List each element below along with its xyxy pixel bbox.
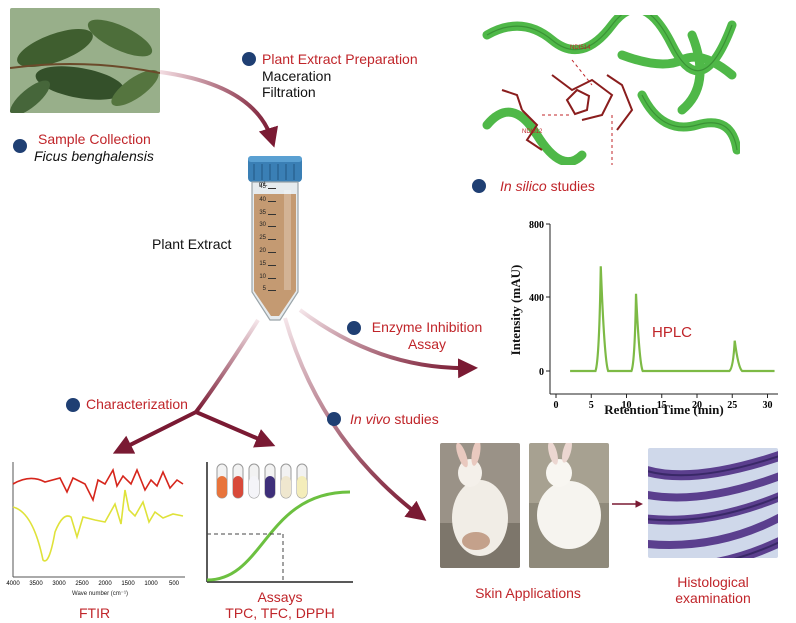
tube-tick-label: 5 [262, 286, 266, 293]
ftir-xlabel: Wave number (cm⁻¹) [72, 591, 128, 597]
hplc-xtick: 30 [763, 400, 773, 411]
tube-tick-mark [268, 239, 276, 241]
ftir-xtick: 1000 [144, 581, 158, 587]
tube-tick-mark [268, 226, 276, 228]
plant-extract-label: Plant Extract [152, 236, 232, 252]
tube-unit: mL [259, 182, 268, 188]
maceration-label: Maceration [262, 68, 332, 84]
tube-tick-mark [268, 200, 276, 202]
ftir-xtick: 1500 [121, 581, 135, 587]
tube-tick-label: 35 [259, 209, 266, 216]
tube-tick-label: 20 [259, 248, 266, 254]
hplc-xtick: 25 [727, 400, 737, 411]
falcon-tube [248, 156, 302, 321]
tube-tick-mark [268, 277, 276, 279]
hplc-xtick: 15 [657, 400, 667, 411]
hplc-xtick: 5 [589, 400, 594, 411]
leaf-photo [10, 8, 160, 113]
arrow-to-tube [159, 70, 278, 148]
residue-label-2: NDI812 [522, 129, 543, 135]
tube-tick-label: 30 [259, 222, 266, 229]
histology-label-1: Histological [677, 574, 749, 590]
tube-tick-mark [268, 188, 276, 189]
assays-label-2: TPC, TFC, DPPH [225, 605, 335, 621]
hplc-xtick: 0 [554, 400, 559, 411]
residue-label-1: NDI514 [570, 45, 591, 51]
bullet-in-vivo [327, 412, 341, 426]
ftir-xtick: 2000 [98, 581, 112, 587]
assay-tubes [216, 463, 308, 499]
ftir-spectrum: 4000 3500 3000 2500 2000 1500 1000 500 Wave num… [6, 462, 185, 597]
filtration-label: Filtration [262, 84, 316, 100]
docking-image: NDI514 NDI812 [482, 15, 740, 165]
ftir-xtick: 4000 [6, 581, 20, 587]
tube-tick-mark [268, 252, 276, 253]
arrow-to-ftir [112, 410, 197, 454]
enzyme-label-2: Assay [407, 336, 447, 352]
in-silico-label: In silico studies [500, 178, 595, 194]
characterization-label: Characterization [86, 396, 188, 412]
tube-tick-label: 40 [259, 196, 266, 203]
assay-curve-graphic [206, 462, 353, 583]
arrow-to-characterization [194, 318, 260, 414]
arrow-to-hplc [298, 308, 478, 379]
ftir-xtick: 500 [169, 581, 180, 587]
histology-label-2: examination [675, 590, 751, 606]
sample-collection-title: Sample Collection [38, 131, 151, 147]
hplc-label: HPLC [652, 324, 692, 341]
hplc-xlabel: Retention Time (min) [604, 402, 723, 417]
bullet-characterization [66, 398, 80, 412]
hplc-ylabel: Intensity (mAU) [508, 265, 523, 356]
ftir-xtick: 3000 [52, 581, 66, 587]
rabbit-photo-2 [529, 443, 609, 568]
tube-tick-mark [268, 290, 276, 292]
skin-applications-label: Skin Applications [475, 585, 581, 601]
ftir-label: FTIR [79, 605, 111, 621]
hplc-chart: 800 400 0 0 5 10 15 20 25 30 HPLC Intensity (mAU… [508, 220, 778, 417]
species-name: Ficus benghalensis [34, 148, 154, 164]
hplc-ytick: 0 [539, 367, 544, 378]
ftir-yellow-trace [12, 489, 184, 562]
bullet-enzyme [347, 321, 361, 335]
arrow-to-invivo [283, 317, 427, 521]
hplc-ytick: 400 [529, 293, 544, 304]
hplc-trace [570, 266, 775, 373]
bullet-sample [13, 139, 27, 153]
tube-tick-mark [268, 213, 276, 215]
bullet-in-silico [472, 179, 486, 193]
ftir-xtick: 2500 [75, 581, 89, 587]
tube-tick-label: 45 [259, 184, 266, 190]
in-vivo-label: In vivo studies [350, 411, 439, 427]
bullet-extract-prep [242, 52, 256, 66]
ftir-xtick: 3500 [29, 581, 43, 587]
ftir-red-trace [12, 467, 184, 503]
tube-tick-label: 10 [259, 273, 266, 280]
tube-tick-mark [268, 264, 276, 266]
histology-image [648, 448, 778, 558]
extract-prep-title: Plant Extract Preparation [262, 51, 418, 67]
arrow-to-assays [195, 410, 276, 448]
enzyme-label-1: Enzyme Inhibition [371, 319, 483, 335]
hplc-xtick: 10 [622, 400, 632, 411]
hplc-xtick: 20 [692, 400, 702, 411]
rabbit-photo-1 [440, 443, 520, 568]
hplc-ytick: 800 [529, 220, 544, 231]
tube-tick-label: 15 [259, 260, 266, 267]
sigmoid-curve [206, 490, 351, 582]
tube-tick-label: 25 [259, 235, 266, 242]
assays-label-1: Assays [257, 589, 303, 605]
